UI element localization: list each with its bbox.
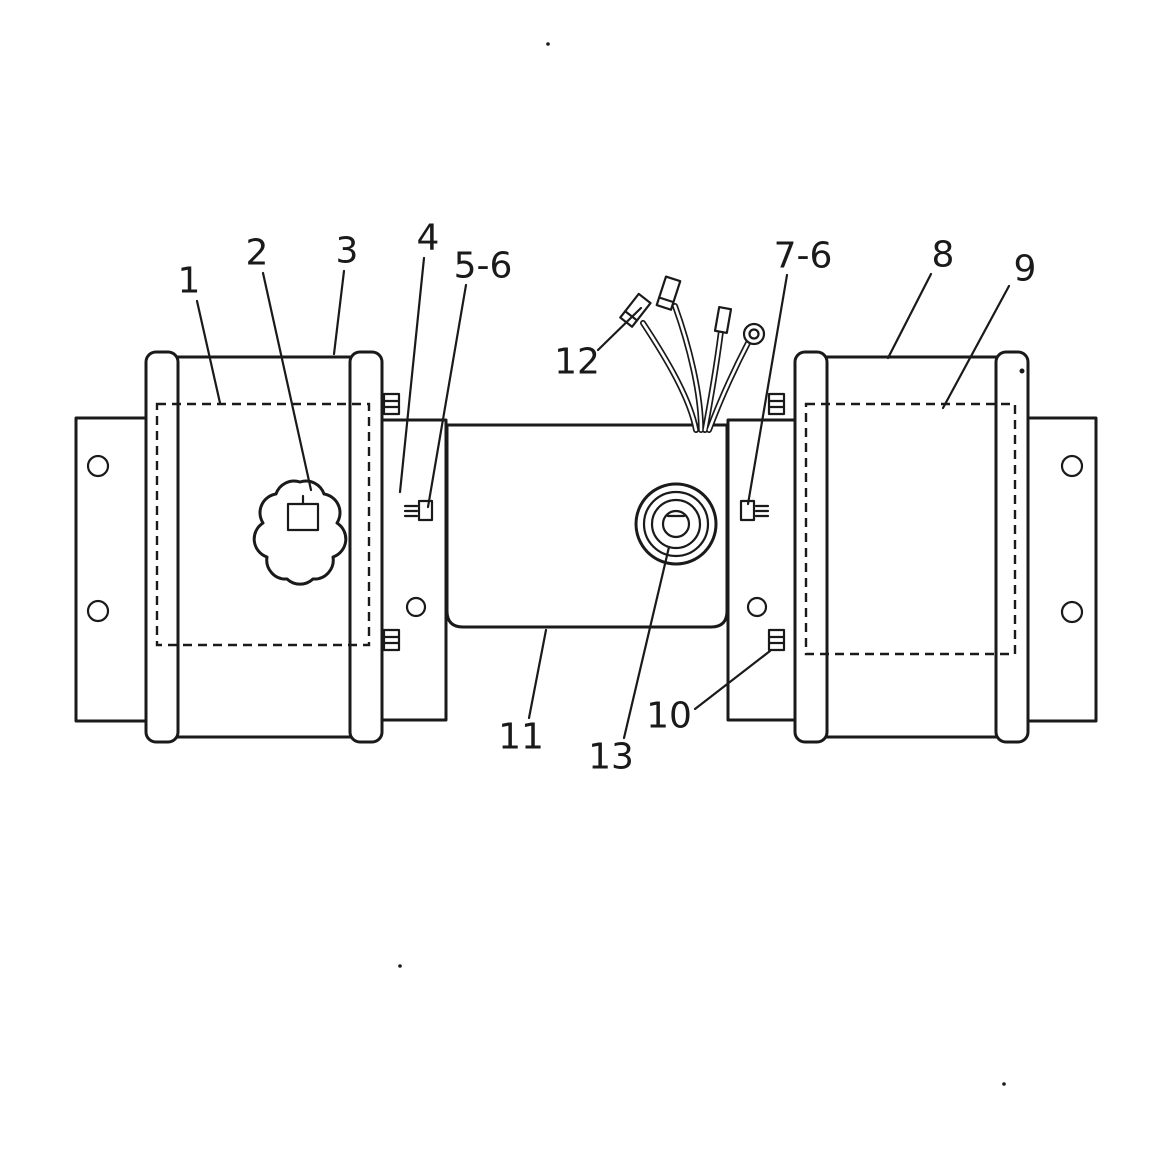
leader-line [398, 256, 426, 494]
mount-bolt [767, 392, 786, 416]
callout-label: 2 [246, 233, 269, 274]
right-motor-mount-plate [726, 392, 797, 722]
callout-label: 10 [646, 696, 692, 737]
blade-terminal [655, 275, 682, 311]
bracket-hole [1060, 600, 1084, 624]
callout-label: 5-6 [454, 246, 513, 287]
adjustment-knob [252, 479, 348, 586]
bracket-hole [1060, 454, 1084, 478]
wire-harness [619, 275, 766, 433]
plate-hole [746, 596, 768, 618]
leader-line [886, 272, 933, 360]
callout-label: 12 [554, 342, 600, 383]
leader-line [596, 306, 643, 352]
callout-label: 11 [498, 717, 544, 758]
motor-shaft-boss [634, 482, 718, 566]
bracket-hole [86, 454, 110, 478]
callout-3: 3 [332, 231, 359, 356]
callout-2: 2 [246, 233, 313, 492]
leader-line [693, 649, 772, 711]
plate-hole [405, 596, 427, 618]
mount-bolt [382, 392, 401, 416]
paper-specks [398, 42, 1006, 1086]
callout-1: 1 [178, 261, 222, 405]
callout-11: 11 [498, 628, 548, 758]
leader-line [941, 284, 1011, 410]
leader-line [332, 269, 346, 356]
left-mounting-bracket [74, 416, 150, 723]
mount-bolt [382, 628, 401, 652]
callout-label: 9 [1014, 249, 1037, 290]
callout-12: 12 [554, 306, 643, 383]
right-blower-housing [793, 350, 1030, 744]
callout-13: 13 [588, 545, 671, 778]
right-mounting-bracket [1024, 416, 1098, 723]
callout-label: 8 [932, 235, 955, 276]
callout-9: 9 [941, 249, 1037, 410]
blade-terminal [619, 292, 652, 328]
leader-line [622, 545, 671, 740]
callout-label: 3 [336, 231, 359, 272]
bracket-hole [86, 599, 110, 623]
leader-line [746, 273, 789, 506]
housing-end-flange [144, 350, 180, 744]
knob-hub [286, 502, 320, 532]
mount-bolt-10 [767, 628, 786, 652]
left-housing-opening [155, 402, 371, 647]
leader-line [527, 628, 548, 720]
leader-line [195, 299, 222, 405]
callout-10: 10 [646, 649, 772, 737]
leader-line [426, 283, 468, 509]
callout-7-6: 7-6 [746, 236, 833, 506]
knob-grip [252, 479, 348, 586]
left-motor-mount-plate [380, 392, 448, 722]
blade-terminal [713, 306, 733, 334]
callout-label: 1 [178, 261, 201, 302]
callout-label: 7-6 [774, 236, 833, 277]
left-blower-housing [144, 350, 384, 744]
housing-end-flange [348, 350, 384, 744]
ring-terminal [742, 322, 766, 346]
motor-body [445, 423, 729, 629]
callout-4: 4 [398, 218, 440, 494]
housing-end-flange [793, 350, 829, 744]
housing-end-flange [994, 350, 1030, 744]
callout-8: 8 [886, 235, 955, 360]
blower-motor [445, 423, 729, 629]
callout-5-6: 5-6 [426, 246, 513, 509]
right-housing-opening [804, 402, 1017, 656]
leader-line [261, 271, 313, 492]
callout-label: 13 [588, 737, 634, 778]
callout-label: 4 [417, 218, 440, 259]
motor-shaft [661, 509, 691, 539]
motor-fastener-7-6 [739, 499, 770, 522]
